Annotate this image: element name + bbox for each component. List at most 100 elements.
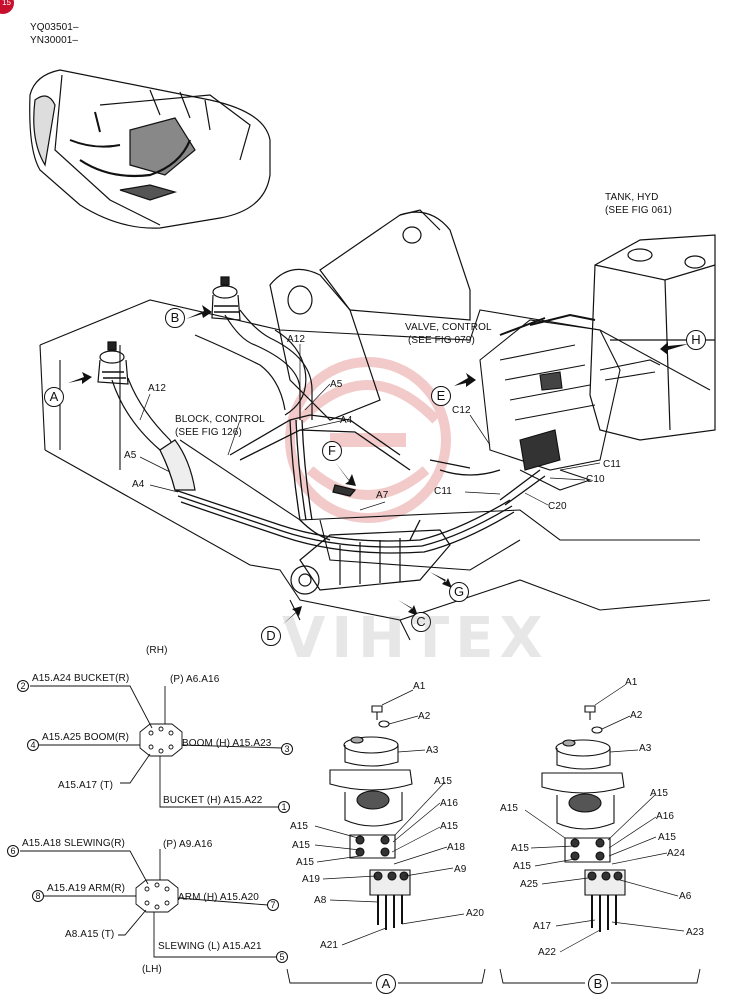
control-valve [479,313,661,491]
part-a7: A7 [376,490,389,501]
machine-frame [39,299,711,641]
detail-a-a15-mid: A15 [440,821,459,832]
detail-a-a1: A1 [413,681,426,692]
detail-b-a23: A23 [686,927,705,938]
overview-machine [29,69,271,229]
detail-b-a15-left3: A15 [513,861,532,872]
schematic-lh-side: (LH) [142,964,162,975]
port-8-circle: 8 [32,890,44,902]
view-callout-h: H [686,330,706,350]
detail-b-a1: A1 [625,677,638,688]
schematic-lh [20,849,276,958]
serial-number-2: YN30001– [30,35,79,46]
part-c20: C20 [548,501,567,512]
detail-b-a15-right: A15 [650,788,669,799]
serial-number-1: YQ03501– [30,22,79,33]
detail-a-a15-left1: A15 [290,821,309,832]
detail-b-a2: A2 [630,710,643,721]
port-bucket-r: A15.A24 BUCKET(R) [32,673,130,684]
part-c12: C12 [452,405,471,416]
part-a4-left: A4 [132,479,145,490]
part-a12-left: A12 [148,383,167,394]
part-c11-right: C11 [603,459,621,470]
tank-ref-title: TANK, HYD [605,192,659,203]
detail-b-a24: A24 [667,848,686,859]
detail-b-a15-left2: A15 [511,843,530,854]
tank-ref-fig: (SEE FIG 061) [605,205,672,216]
detail-a-a15-left2: A15 [292,840,311,851]
detail-b-a15-left: A15 [500,803,519,814]
pilot-valve-lh [97,341,129,385]
schematic-rh [30,685,283,808]
detail-a-a2: A2 [418,711,431,722]
view-callout-c: C [411,612,431,632]
port-7-circle: 7 [267,899,279,911]
port-arm-r: A15.A19 ARM(R) [47,883,126,894]
detail-a-a16: A16 [440,798,459,809]
boom-foot [269,209,471,421]
detail-a-a15-left3: A15 [296,857,315,868]
detail-a-a18: A18 [447,842,466,853]
detail-b-assembly [541,705,626,932]
detail-b-a3: A3 [639,743,652,754]
part-a4-right: A4 [340,415,353,426]
leader-lines [139,344,601,511]
detail-a-view-circle: A [376,974,396,994]
port-3-circle: 3 [281,743,293,755]
port-5-circle: 5 [276,951,288,963]
detail-b-a25: A25 [520,879,539,890]
detail-leaders [314,684,685,953]
pilot-valve-rh [211,276,241,321]
pilot-hose-bundle [174,414,546,554]
control-block [290,529,451,595]
detail-b-a16: A16 [656,811,675,822]
detail-b-view-circle: B [588,974,608,994]
hydraulic-tank [589,234,716,441]
part-a5-left: A5 [124,450,137,461]
lever-hoses [111,309,313,491]
view-callout-f: F [322,441,342,461]
view-callout-g: G [449,582,469,602]
part-a5-right: A5 [330,379,343,390]
port-bucket-h: BUCKET (H) A15.A22 [163,795,263,806]
port-boom-h: BOOM (H) A15.A23 [182,738,272,749]
detail-a-a9: A9 [454,864,467,875]
valve-ref-fig: (SEE FIG 079) [408,335,475,346]
port-slewing-r: A15.A18 SLEWING(R) [22,838,125,849]
detail-a-a8: A8 [314,895,327,906]
view-arrows [68,305,688,625]
block-ref-title: BLOCK, CONTROL [175,414,265,425]
view-brackets [286,968,701,984]
detail-b-a6: A6 [679,891,692,902]
detail-b-a15-right2: A15 [658,832,677,843]
detail-a-assembly [329,705,413,930]
watermark-text: VIHTEX [282,606,549,671]
valve-ref-title: VALVE, CONTROL [405,322,492,333]
port-arm-h: ARM (H) A15.A20 [178,892,259,903]
detail-b-a22: A22 [538,947,557,958]
port-1-circle: 1 [278,801,290,813]
port-6-circle: 6 [7,845,19,857]
part-a12-right: A12 [287,334,306,345]
part-c11-left: C11 [434,486,452,497]
view-callout-a: A [44,387,64,407]
part-c10: C10 [586,474,605,485]
detail-a-a19: A19 [302,874,321,885]
watermark-emblem [285,357,451,523]
port-slewing-l: SLEWING (L) A15.A21 [158,941,262,952]
port-pilot-rh: (P) A6.A16 [170,674,220,685]
view-callout-e: E [431,386,451,406]
detail-a-a21: A21 [320,940,339,951]
detail-a-a20: A20 [466,908,485,919]
detail-b-a17: A17 [533,921,552,932]
port-pilot-lh: (P) A9.A16 [163,839,213,850]
port-tank-lh: A8.A15 (T) [65,929,115,940]
detail-a-a3: A3 [426,745,439,756]
block-ref-fig: (SEE FIG 126) [175,427,242,438]
view-callout-b: B [165,308,185,328]
schematic-rh-side: (RH) [146,645,168,656]
port-2-circle: 2 [17,680,29,692]
port-tank-rh: A15.A17 (T) [58,780,114,791]
